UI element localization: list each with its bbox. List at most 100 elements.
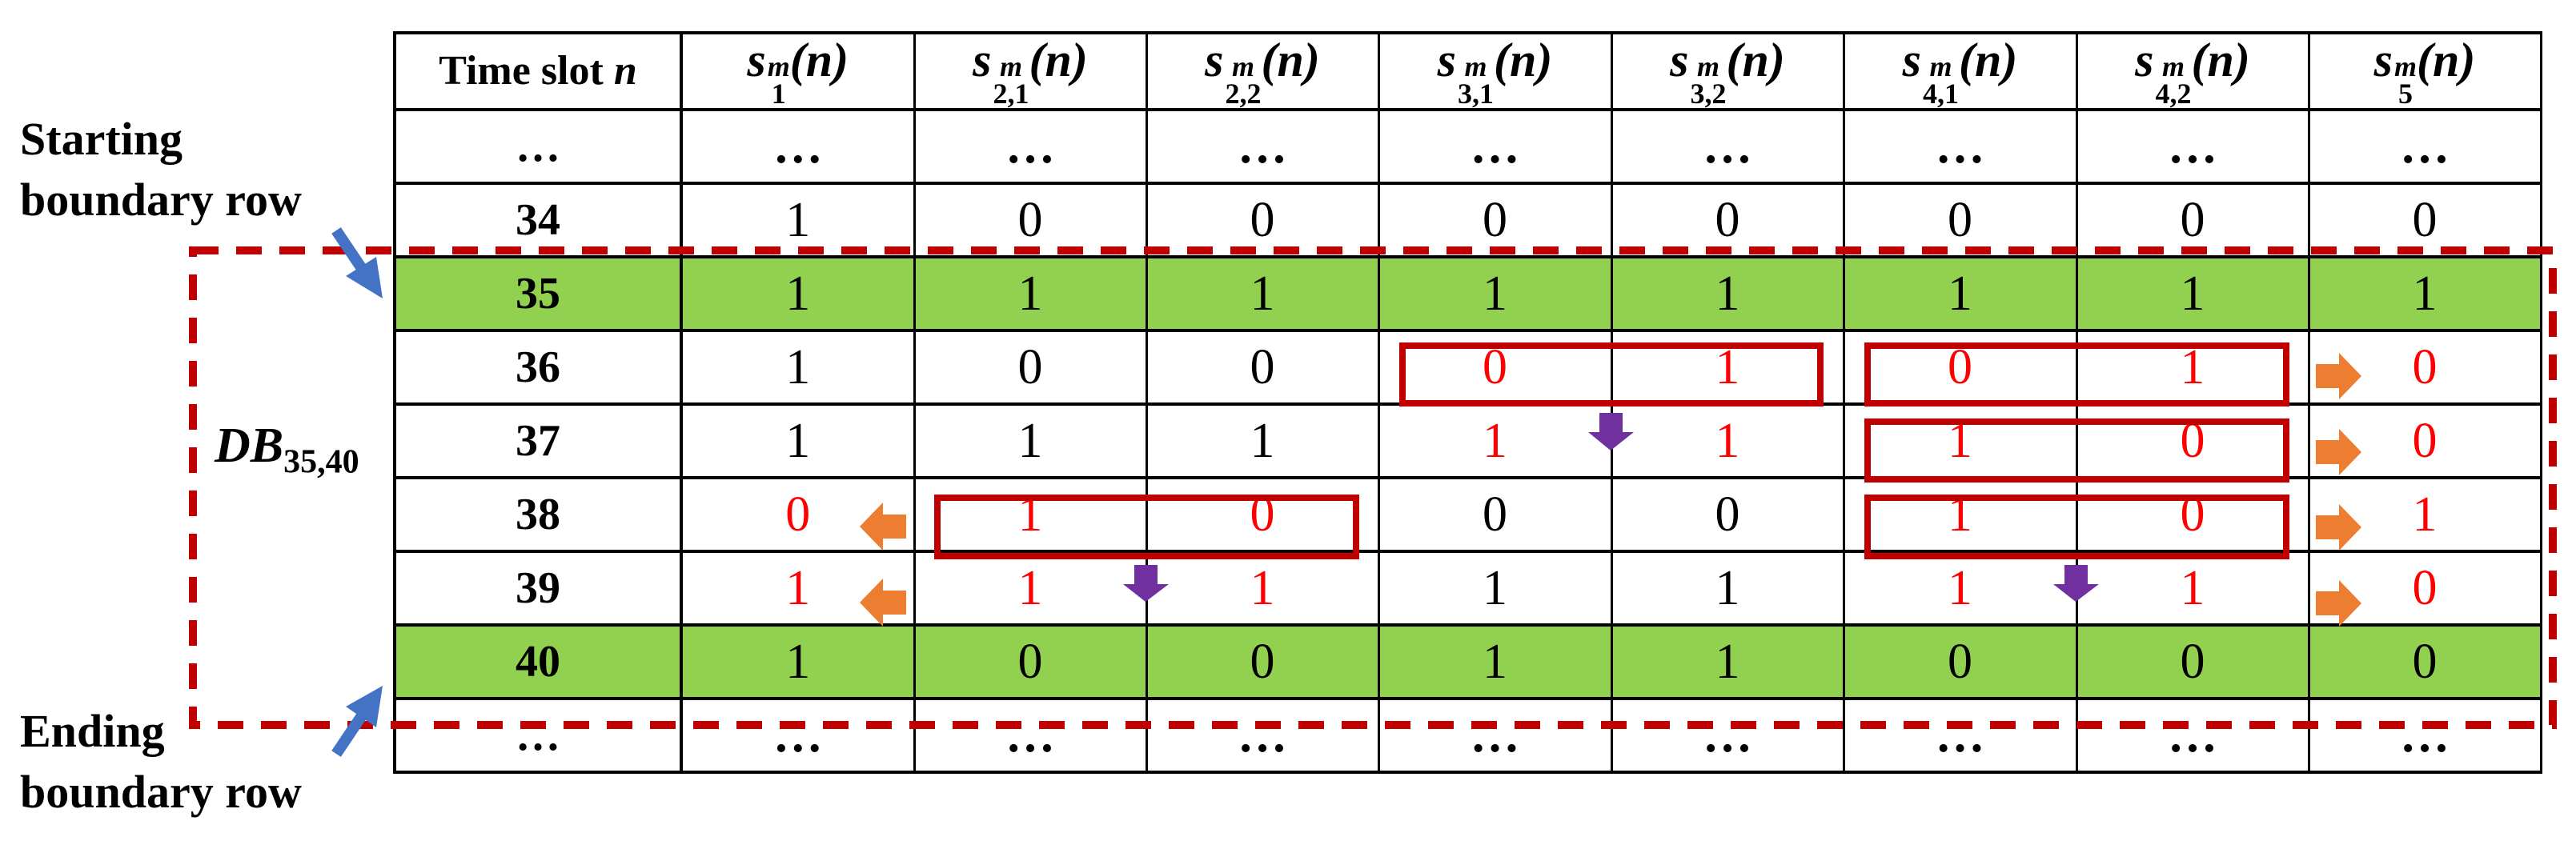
symbol-argument: (n) — [1959, 33, 2018, 86]
header-time-slot: Time slot n — [393, 31, 683, 111]
dashed-db-box — [189, 246, 2557, 729]
purple-down-arrow-icon — [1588, 413, 1634, 451]
symbol-argument: (n) — [2191, 33, 2250, 86]
value-cell: … — [2075, 697, 2310, 774]
value-cell: 0 — [1610, 476, 1845, 553]
red-box-row38-s2 — [934, 495, 1359, 559]
time-slot-cell: 34 — [393, 182, 683, 258]
symbol-superscript: m — [999, 50, 1022, 82]
symbol-base: s — [1437, 33, 1456, 86]
value-cell: 1 — [1145, 255, 1380, 332]
value-cell: 0 — [2075, 623, 2310, 700]
value-cell: 1 — [1842, 255, 2078, 332]
value-cell: 0 — [1377, 476, 1613, 553]
value-cell: … — [680, 108, 916, 185]
symbol-superscript: m — [1231, 50, 1254, 82]
value-cell: … — [1842, 108, 2078, 185]
orange-right-arrow-icon — [2316, 580, 2361, 627]
red-box-row36-s3 — [1399, 342, 1824, 406]
header-time-slot-label: Time slot — [439, 48, 614, 94]
starting-label-line1: Starting — [20, 113, 183, 165]
symbol-subscript: 3,2 — [1690, 77, 1727, 110]
time-slot-cell: 37 — [393, 402, 683, 479]
symbol-argument: (n) — [1726, 33, 1785, 86]
symbol-base: s — [1670, 33, 1689, 86]
blue-arrow-ending-icon — [331, 686, 383, 757]
changed-value-cell: 1 — [913, 550, 1148, 627]
symbol-superscript: m — [2394, 50, 2418, 82]
value-cell: 1 — [913, 255, 1148, 332]
orange-right-arrow-icon — [2316, 429, 2361, 475]
symbol-subscript: 2,1 — [993, 77, 1029, 110]
value-cell: 0 — [2075, 182, 2310, 258]
symbol-base: s — [2373, 33, 2393, 86]
value-cell: … — [1610, 697, 1845, 774]
symbol-superscript: m — [1696, 50, 1719, 82]
db-label: DB35,40 — [215, 418, 359, 481]
value-cell: … — [913, 108, 1148, 185]
value-cell: 1 — [1610, 550, 1845, 627]
db-label-subscript: 35,40 — [283, 443, 359, 481]
value-cell: 1 — [1377, 255, 1613, 332]
starting-label-line2: boundary row — [20, 174, 302, 226]
value-cell: … — [913, 697, 1148, 774]
symbol-argument: (n) — [789, 33, 849, 86]
symbol-base: s — [2135, 33, 2154, 86]
table-row: ……………………… — [393, 697, 2542, 774]
red-box-row38-s4 — [1864, 495, 2289, 559]
starting-boundary-label: Starting boundary row — [20, 109, 302, 230]
symbol-base: s — [1902, 33, 1921, 86]
value-cell: … — [680, 697, 916, 774]
time-slot-cell: 38 — [393, 476, 683, 553]
time-slot-cell: 35 — [393, 255, 683, 332]
value-cell: 1 — [680, 623, 916, 700]
value-cell: 1 — [2307, 255, 2542, 332]
value-cell: 0 — [1145, 623, 1380, 700]
value-cell: 0 — [913, 329, 1148, 406]
symbol-subscript: 4,1 — [1923, 77, 1959, 110]
value-cell: 1 — [680, 255, 916, 332]
symbol-base: s — [1205, 33, 1224, 86]
value-cell: 0 — [1145, 329, 1380, 406]
value-cell: 1 — [1377, 623, 1613, 700]
value-cell: … — [1145, 108, 1380, 185]
ending-boundary-label: Ending boundary row — [20, 701, 302, 823]
value-cell: 0 — [1842, 623, 2078, 700]
symbol-argument: (n) — [1494, 33, 1553, 86]
red-box-row37-s4 — [1864, 418, 2289, 483]
orange-right-arrow-icon — [2316, 504, 2361, 551]
time-slot-cell: … — [393, 108, 683, 185]
time-slot-cell: 40 — [393, 623, 683, 700]
value-cell: … — [2307, 108, 2542, 185]
symbol-subscript: 1 — [771, 77, 786, 110]
ending-label-line1: Ending — [20, 705, 165, 757]
value-cell: … — [1842, 697, 2078, 774]
value-cell: 1 — [913, 402, 1148, 479]
symbol-argument: (n) — [1029, 33, 1088, 86]
time-slot-cell: 39 — [393, 550, 683, 627]
changed-value-cell: 0 — [2307, 402, 2542, 479]
value-cell: 0 — [1145, 182, 1380, 258]
symbol-base: s — [973, 33, 992, 86]
